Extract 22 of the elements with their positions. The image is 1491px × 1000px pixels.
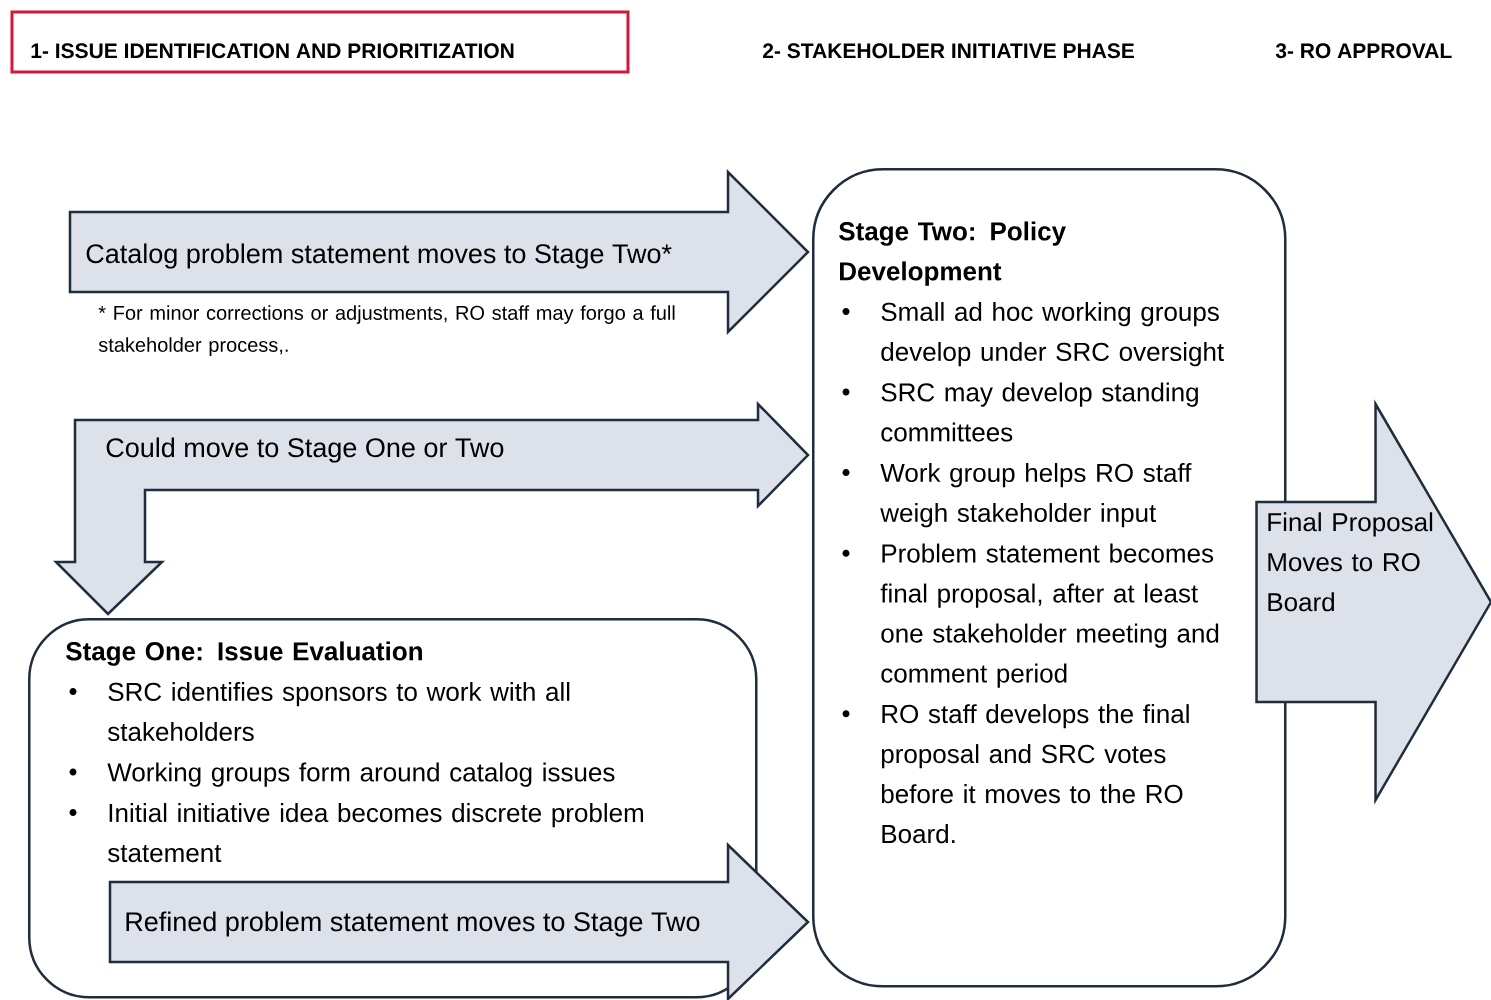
bullet-text: Working groups form around catalog issues [107,762,615,787]
bullet-text: SRC identifies sponsors to work with all stakeholders [108,681,570,742]
phase-heading: 2- STAKEHOLDER INITIATIVE PHASE [763,43,1135,59]
footnote: * For minor corrections or adjustments, RO staff may forgo a full stakeholder process,. [98,305,675,356]
bullet-text: Problem statement becomes final proposal, after at least one stakeholder meeting and comment period [880,543,1219,688]
edge-label: Refined problem statement moves to Stage Two [126,911,700,937]
bullet-text: RO staff develops the final proposal and SRC votes before it moves to the RO Board. [881,704,1189,844]
bullet-text: SRC may develop standing committees [881,382,1198,442]
block-arrow [1255,399,1491,805]
phase-heading-box: 1- ISSUE IDENTIFICATION AND PRIORITIZATION [10,10,630,74]
block-arrow [68,169,810,336]
edge-label: Could move to Stage One or Two [106,437,504,463]
bullet-text: Small ad hoc working groups develop under SRC oversight [881,301,1224,367]
block-arrow [52,400,810,616]
edge-label: Catalog problem statement moves to Stage Two* [86,243,672,269]
stage-heading: Stage One: Issue Evaluation [66,641,422,666]
phase-heading: 3- RO APPROVAL [1275,43,1452,59]
block-arrow [108,842,810,1000]
edge-label: Final Proposal Moves to RO Board [1268,512,1433,612]
bullet-text: Work group helps RO staff weigh stakeholder input [880,463,1192,528]
stage-heading: Stage Two: Policy Development [839,221,1066,286]
bullet-text: Initial initiative idea becomes discrete problem statement [108,803,643,863]
